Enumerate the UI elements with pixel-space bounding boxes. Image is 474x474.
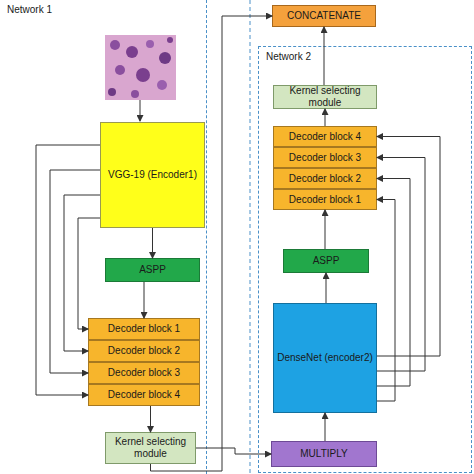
- box-label: Decoder block 3: [286, 152, 364, 164]
- network-region: Network 2 Kernel selecting moduleDecoder …: [258, 46, 472, 473]
- connector-arrow: [144, 282, 145, 318]
- decoder-block: Decoder block 3: [273, 147, 377, 168]
- box-label: VGG-19 (Encoder1): [105, 169, 200, 181]
- aspp-box: ASPP: [105, 258, 200, 282]
- box-label: Kernel selecting module: [274, 85, 376, 109]
- multiply-box: MULTIPLY: [271, 441, 377, 467]
- encoder-box: DenseNet (encoder2): [273, 303, 377, 413]
- concatenate-box: CONCATENATE: [272, 5, 376, 27]
- decoder-block: Decoder block 4: [273, 126, 377, 147]
- box-label: CONCATENATE: [284, 10, 364, 22]
- cell-nucleus: [126, 46, 138, 58]
- connector-arrow: [152, 228, 153, 258]
- connector-arrow: [324, 27, 325, 85]
- kernel-module-box: Kernel selecting module: [273, 85, 377, 109]
- divider-line: [250, 0, 251, 474]
- decoder-block: Decoder block 4: [88, 384, 200, 406]
- box-label: Decoder block 1: [286, 194, 364, 206]
- connector-arrow: [325, 413, 326, 441]
- region-label: Network 1: [4, 4, 55, 16]
- box-label: Decoder block 2: [286, 173, 364, 185]
- cell-nucleus: [157, 80, 167, 90]
- encoder-box: VGG-19 (Encoder1): [100, 122, 205, 228]
- aspp-box: ASPP: [283, 249, 369, 273]
- box-label: MULTIPLY: [297, 448, 350, 460]
- cell-nucleus: [110, 40, 120, 50]
- connector-arrow: [196, 448, 271, 454]
- histology-image: [105, 35, 176, 100]
- cell-nucleus: [108, 88, 116, 96]
- box-label: ASPP: [136, 264, 169, 276]
- box-label: Decoder block 3: [105, 367, 183, 379]
- connector-arrow: [377, 200, 395, 402]
- image-input-line: [140, 100, 141, 121]
- box-label: Decoder block 1: [105, 323, 183, 335]
- decoder-block: Decoder block 3: [88, 362, 200, 384]
- connector-arrow: [377, 158, 425, 372]
- cell-nucleus: [159, 52, 171, 64]
- decoder-block: Decoder block 2: [273, 168, 377, 189]
- connector-arrow: [377, 179, 410, 387]
- box-label: ASPP: [310, 255, 343, 267]
- connector-arrow: [325, 210, 326, 249]
- kernel-module-box: Kernel selecting module: [105, 432, 196, 464]
- decoder-block: Decoder block 1: [273, 189, 377, 210]
- cell-nucleus: [146, 40, 154, 48]
- box-label: DenseNet (encoder2): [274, 352, 376, 364]
- box-label: Decoder block 2: [105, 345, 183, 357]
- connector-arrow: [78, 218, 100, 329]
- box-label: Decoder block 4: [286, 131, 364, 143]
- connector-arrow: [325, 109, 326, 126]
- decoder-block: Decoder block 1: [88, 318, 200, 340]
- connector-arrow: [377, 137, 440, 357]
- cell-nucleus: [136, 68, 150, 82]
- decoder-block: Decoder block 2: [88, 340, 200, 362]
- image-background: [105, 35, 176, 100]
- cell-nucleus: [131, 90, 139, 98]
- network-region: Network 1 VGG-19 (Encoder1) ASPP Decoder bl…: [0, 0, 207, 474]
- cell-nucleus: [167, 37, 173, 43]
- box-label: Kernel selecting module: [106, 436, 195, 460]
- cell-nucleus: [115, 65, 125, 75]
- connector-arrow: [150, 406, 151, 432]
- region-label: Network 2: [263, 51, 314, 63]
- connector-arrow: [326, 273, 327, 303]
- box-label: Decoder block 4: [105, 389, 183, 401]
